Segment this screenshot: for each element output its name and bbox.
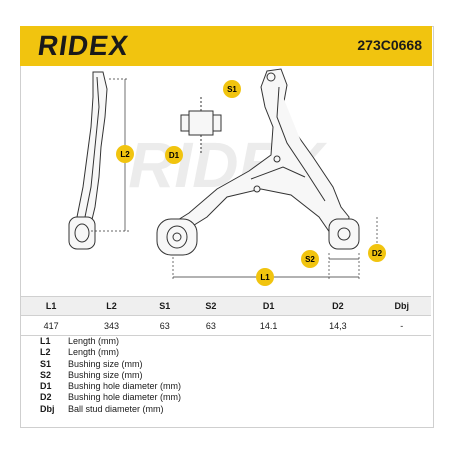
l2-badge-label: L2 — [120, 150, 130, 159]
legend-symbol: L2 — [40, 347, 51, 358]
specs-value: 14.1 — [234, 315, 304, 336]
specs-header: S1 — [141, 296, 188, 316]
brand-header-bar — [20, 26, 432, 66]
s1-badge-label: S1 — [227, 85, 237, 94]
l1-badge — [256, 268, 274, 286]
arm-top-view — [156, 68, 360, 256]
l2-badge — [116, 145, 134, 163]
specs-value: 63 — [187, 315, 234, 336]
legend-symbol: S2 — [40, 369, 52, 380]
specs-header: D1 — [234, 296, 304, 316]
legend-text: Length (mm) — [68, 336, 120, 346]
specs-header: D2 — [303, 296, 373, 316]
legend-symbol: Dbj — [40, 403, 55, 414]
s2-badge-label: S2 — [305, 255, 315, 264]
legend-symbol: L1 — [40, 336, 51, 346]
specs-value-row: 417 343 63 63 14.1 14,3 - — [21, 315, 431, 336]
specs-value: 14,3 — [303, 315, 373, 336]
control-arm-technical-drawing: RIDEX L2 S1 D1 — [68, 68, 386, 286]
s1-badge — [223, 80, 241, 98]
legend-item: S1 Bushing size (mm) — [40, 359, 181, 370]
legend-text: Bushing size (mm) — [68, 369, 143, 380]
legend-item: S2 Bushing size (mm) — [40, 370, 181, 381]
d2-badge-label: D2 — [372, 249, 383, 258]
legend-symbol: D2 — [40, 392, 52, 403]
specs-value: 417 — [21, 315, 82, 336]
specs-header: S2 — [187, 296, 234, 316]
specs-value: 343 — [81, 315, 142, 336]
legend-item: D2 Bushing hole diameter (mm) — [40, 392, 181, 403]
legend-text: Ball stud diameter (mm) — [68, 403, 164, 414]
legend-text: Length (mm) — [68, 347, 120, 358]
brand-logo: RIDEX — [35, 30, 131, 61]
arm-side-view — [68, 71, 108, 250]
specs-header: L2 — [81, 296, 142, 316]
specs-value: 63 — [141, 315, 188, 336]
part-number: 273C0668 — [357, 37, 422, 53]
legend-text: Bushing size (mm) — [68, 358, 143, 369]
specs-table: L1 L2 S1 S2 D1 D2 Dbj 417 343 63 63 14.1… — [21, 296, 431, 336]
l1-badge-label: L1 — [260, 273, 270, 282]
d2-badge — [368, 244, 386, 262]
specs-header: L1 — [21, 296, 82, 316]
legend-item: Dbj Ball stud diameter (mm) — [40, 404, 181, 415]
legend-text: Bushing hole diameter (mm) — [68, 381, 182, 392]
bushing-detail — [180, 97, 222, 155]
specs-header-row: L1 L2 S1 S2 D1 D2 Dbj — [21, 296, 431, 316]
legend-item: L1 Length (mm) — [40, 336, 181, 347]
legend-item: L2 Length (mm) — [40, 347, 181, 358]
legend-text: Bushing hole diameter (mm) — [68, 392, 182, 403]
s2-badge — [301, 250, 319, 268]
legend-item: D1 Bushing hole diameter (mm) — [40, 381, 181, 392]
legend-symbol: S1 — [40, 358, 52, 369]
legend-symbol: D1 — [40, 381, 52, 392]
d1-badge-label: D1 — [169, 151, 180, 160]
specs-value: - — [372, 315, 431, 336]
specs-header: Dbj — [372, 296, 431, 316]
d1-badge — [165, 146, 183, 164]
